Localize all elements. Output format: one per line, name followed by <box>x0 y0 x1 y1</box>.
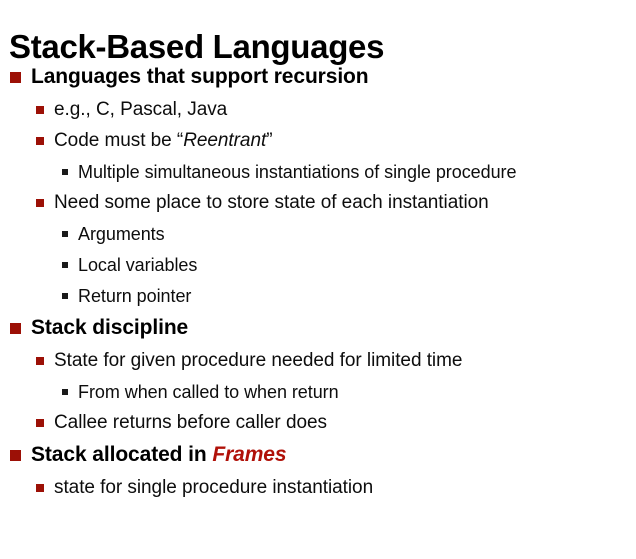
bullet-text: Need some place to store state of each i… <box>54 192 489 213</box>
bullet-item-level-1: Stack allocated in Frames <box>0 439 636 473</box>
emphasis-italic-run: Reentrant <box>183 130 267 151</box>
emphasis-accent-run: Frames <box>212 443 287 466</box>
bullet-item-level-2: State for given procedure needed for lim… <box>0 346 636 377</box>
bullet-text: Code must be “Reentrant” <box>54 126 636 156</box>
bullet-square-icon <box>62 389 68 395</box>
bullet-text: e.g., C, Pascal, Java <box>54 99 228 120</box>
bullet-item-level-3: Arguments <box>0 219 636 250</box>
bullet-text: Multiple simultaneous instantiations of … <box>78 162 517 182</box>
bullet-item-level-2: Code must be “Reentrant” <box>0 126 636 157</box>
bullet-square-icon <box>36 137 44 145</box>
slide-body-bullet-list: Languages that support recursion e.g., C,… <box>0 61 636 504</box>
plain-run: ” <box>266 130 273 151</box>
bullet-text: From when called to when return <box>78 382 339 402</box>
bullet-item-level-3: Local variables <box>0 250 636 281</box>
bullet-text: State for given procedure needed for lim… <box>54 350 463 371</box>
bullet-square-icon <box>36 357 44 365</box>
bullet-text: Languages that support recursion <box>31 65 369 88</box>
plain-run: Code must be “ <box>54 130 184 151</box>
bullet-item-level-2: e.g., C, Pascal, Java <box>0 95 636 126</box>
bullet-text: state for single procedure instantiation <box>54 477 374 498</box>
bullet-square-icon <box>36 106 44 114</box>
bullet-item-level-1: Languages that support recursion <box>0 61 636 95</box>
bullet-square-icon <box>10 72 21 83</box>
bullet-item-level-3: Return pointer <box>0 281 636 312</box>
bullet-square-icon <box>36 484 44 492</box>
bullet-item-level-2: Need some place to store state of each i… <box>0 188 636 219</box>
bullet-item-level-3: Multiple simultaneous instantiations of … <box>0 157 636 188</box>
bullet-text: Arguments <box>78 224 165 244</box>
bullet-square-icon <box>36 419 44 427</box>
bullet-item-level-1: Stack discipline <box>0 312 636 346</box>
bullet-text: Return pointer <box>78 286 192 306</box>
bullet-square-icon <box>62 231 68 237</box>
bullet-square-icon <box>62 169 68 175</box>
page-title: Stack-Based Languages <box>9 28 385 66</box>
bullet-square-icon <box>36 199 44 207</box>
bullet-square-icon <box>10 450 21 461</box>
bullet-text: Local variables <box>78 255 198 275</box>
bullet-item-level-3: From when called to when return <box>0 377 636 408</box>
bullet-square-icon <box>62 262 68 268</box>
bullet-item-level-2: state for single procedure instantiation <box>0 473 636 504</box>
bullet-square-icon <box>62 293 68 299</box>
plain-run: Stack allocated in <box>31 443 213 466</box>
bullet-text: Callee returns before caller does <box>54 412 327 433</box>
bullet-item-level-2: Callee returns before caller does <box>0 408 636 439</box>
bullet-text: Stack allocated in Frames <box>31 439 636 471</box>
bullet-text: Stack discipline <box>31 316 189 339</box>
bullet-square-icon <box>10 323 21 334</box>
